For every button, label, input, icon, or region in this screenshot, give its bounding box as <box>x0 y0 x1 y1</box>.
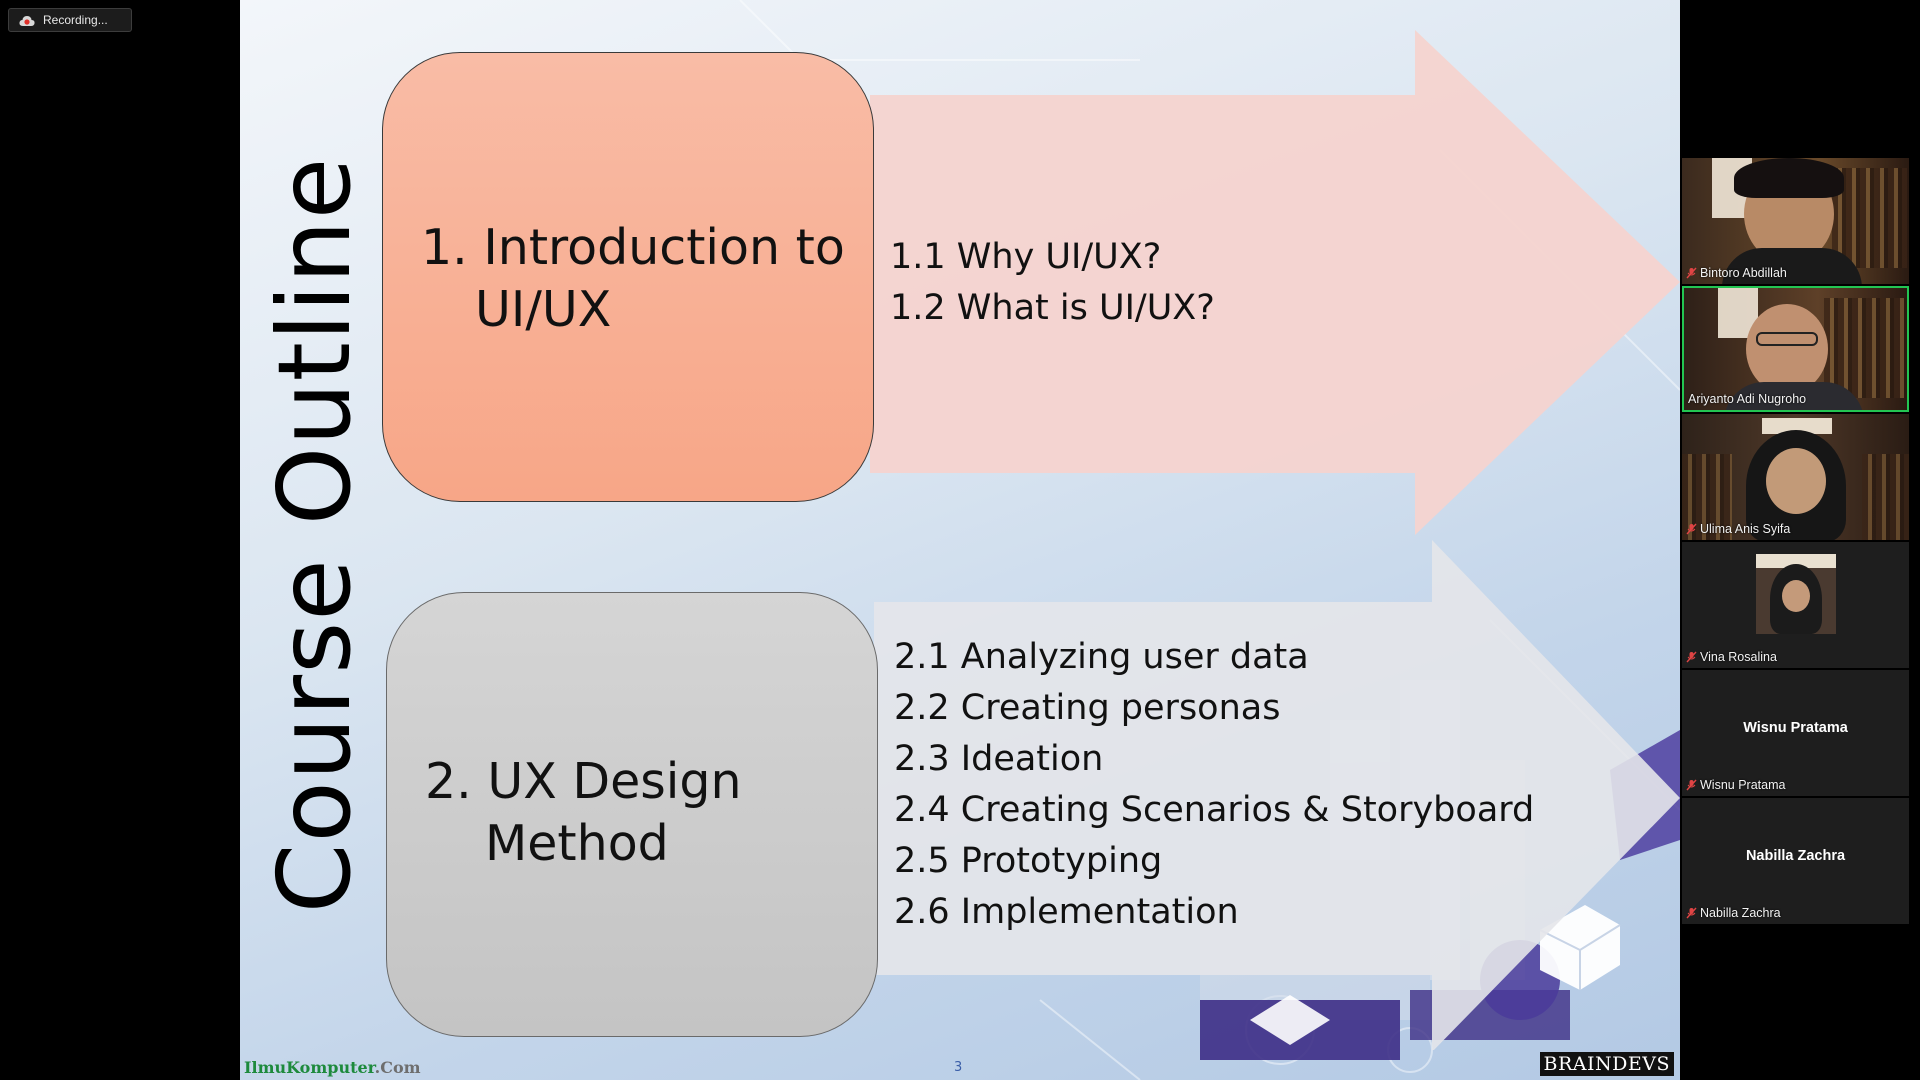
vertical-slide-title: Course Outline <box>255 156 373 914</box>
section2-item: 2.1 Analyzing user data <box>894 637 1309 677</box>
muted-mic-icon <box>1686 523 1697 535</box>
participant-tile[interactable]: Wisnu Pratama Wisnu Pratama <box>1682 670 1909 796</box>
section2-box: 2. UX Design Method <box>386 592 878 1037</box>
section2-items: 2.1 Analyzing user data 2.2 Creating per… <box>894 632 1534 938</box>
participant-video <box>1684 288 1907 410</box>
footer-site-logo: IlmuKomputer.Com <box>244 1058 421 1077</box>
participant-tile[interactable]: Bintoro Abdillah <box>1682 158 1909 284</box>
section2-item: 2.3 Ideation <box>894 739 1104 779</box>
arrow-shape-2 <box>874 540 1680 1050</box>
muted-mic-icon <box>1686 651 1697 663</box>
page-number: 3 <box>954 1060 963 1075</box>
participant-video <box>1682 158 1909 284</box>
muted-mic-icon <box>1686 779 1697 791</box>
section2-title-line1: 2. UX Design <box>425 753 742 810</box>
participant-name-label: Wisnu Pratama <box>1686 778 1785 792</box>
muted-mic-icon <box>1686 907 1697 919</box>
participant-name-label: Vina Rosalina <box>1686 650 1777 664</box>
section2-item: 2.2 Creating personas <box>894 688 1281 728</box>
section1-box: 1. Introduction to UI/UX <box>382 52 874 502</box>
section1-items: 1.1 Why UI/UX? 1.2 What is UI/UX? <box>890 232 1215 334</box>
participant-video <box>1682 414 1909 540</box>
arrow-shape-1 <box>870 30 1680 535</box>
section1-item: 1.2 What is UI/UX? <box>890 288 1215 328</box>
section1-title-line2: UI/UX <box>475 281 612 338</box>
recording-label: Recording... <box>43 13 108 27</box>
participant-video <box>1756 554 1836 634</box>
section2-item: 2.4 Creating Scenarios & Storyboard <box>894 790 1535 830</box>
participants-panel: Bintoro Abdillah Ariyanto Adi Nugroho Ul… <box>1682 158 1911 926</box>
participant-display-name: Nabilla Zachra <box>1745 848 1846 864</box>
participant-name-label: Nabilla Zachra <box>1686 906 1781 920</box>
section2-title-line2: Method <box>485 815 669 872</box>
section2-item: 2.6 Implementation <box>894 892 1239 932</box>
cloud-record-icon <box>19 15 35 26</box>
participant-name-label: Bintoro Abdillah <box>1686 266 1787 280</box>
section2-item: 2.5 Prototyping <box>894 841 1163 881</box>
participant-name-label: Ariyanto Adi Nugroho <box>1688 392 1807 406</box>
section1-title: 1. Introduction to UI/UX <box>421 217 845 341</box>
participant-tile[interactable]: Nabilla Zachra Nabilla Zachra <box>1682 798 1909 924</box>
participant-tile[interactable]: Vina Rosalina <box>1682 542 1909 668</box>
muted-mic-icon <box>1686 267 1697 279</box>
participant-tile[interactable]: Ulima Anis Syifa <box>1682 414 1909 540</box>
participant-name-label: Ulima Anis Syifa <box>1686 522 1790 536</box>
section1-item: 1.1 Why UI/UX? <box>890 237 1162 277</box>
braindevs-logo: BRAINDEVS <box>1539 1052 1674 1076</box>
participant-display-name: Wisnu Pratama <box>1743 720 1848 736</box>
recording-indicator[interactable]: Recording... <box>8 8 132 32</box>
participant-tile-active-speaker[interactable]: Ariyanto Adi Nugroho <box>1682 286 1909 412</box>
section1-title-line1: 1. Introduction to <box>421 219 845 276</box>
presentation-slide: Course Outline 1. Introduction to UI/UX … <box>240 0 1680 1080</box>
section2-title: 2. UX Design Method <box>425 751 742 875</box>
